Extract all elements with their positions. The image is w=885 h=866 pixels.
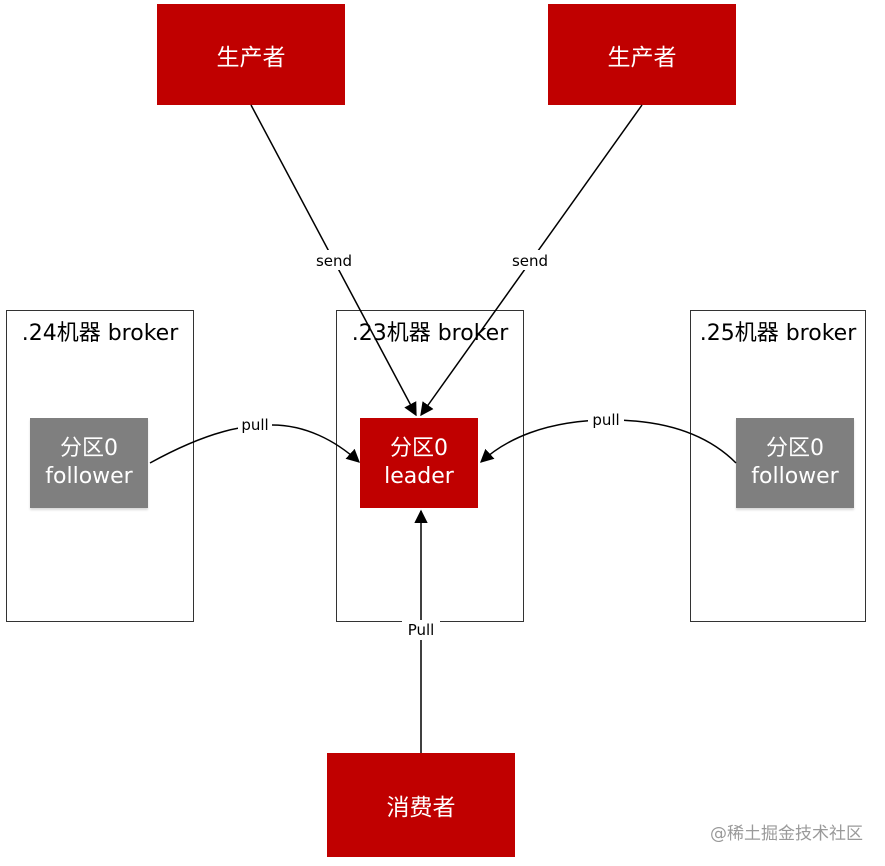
broker-title: .25机器 broker <box>699 321 857 346</box>
label-bg <box>238 416 272 434</box>
producer-right: 生产者 <box>548 4 736 105</box>
partition-leader-23: 分区0 leader <box>360 418 478 508</box>
producer-left: 生产者 <box>157 4 345 105</box>
broker-title: .24机器 broker <box>21 321 179 346</box>
partition-follower-24: 分区0 follower <box>30 418 148 508</box>
pull-label-consumer: Pull <box>408 621 435 639</box>
partition-role: follower <box>751 464 839 489</box>
send-label-left: send <box>316 252 352 270</box>
partition-role: follower <box>45 464 133 489</box>
partition-role: leader <box>384 464 454 489</box>
label-bg <box>312 250 356 270</box>
pull-label-right: pull <box>592 411 619 429</box>
partition-name: 分区0 <box>766 436 824 461</box>
partition-name: 分区0 <box>390 436 448 461</box>
producer-label: 生产者 <box>216 44 286 71</box>
partition-name: 分区0 <box>60 436 118 461</box>
label-bg <box>402 620 440 640</box>
send-label-right: send <box>512 252 548 270</box>
consumer: 消费者 <box>327 753 515 857</box>
pull-label-left: pull <box>241 416 268 434</box>
watermark: @稀土掘金技术社区 <box>710 824 863 844</box>
consumer-label: 消费者 <box>386 795 456 821</box>
producer-label: 生产者 <box>607 44 677 71</box>
partition-follower-25: 分区0 follower <box>736 418 854 508</box>
label-bg <box>588 410 624 428</box>
label-bg <box>508 250 552 270</box>
